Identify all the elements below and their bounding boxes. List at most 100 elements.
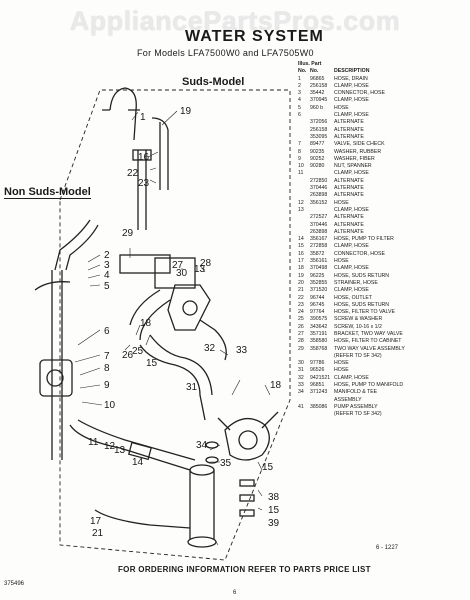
part-description: CLAMP, HOSE [334,97,369,104]
part-description: HOSE, SUDS RETURN [334,272,390,279]
part-description: ALTERNATE [334,119,364,126]
header-description: DESCRIPTION [334,68,370,75]
part-number: 272527 [310,214,328,221]
two-way-valve-body [154,257,196,289]
part-number: 263898 [310,192,328,199]
callout-number: 3 [104,260,110,271]
callout-number: 1 [140,112,146,123]
callout-number: 7 [104,351,110,362]
callout-number: 27 [172,260,184,271]
part-description: CLAMP, HOSE [334,206,369,213]
non-suds-hose [54,219,99,271]
illus-number: 10 [298,163,304,170]
part-description: HOSE [334,104,349,111]
illus-number: 13 [298,206,304,213]
callout-number: 15 [146,358,158,369]
part-description: CLAMP, HOSE [334,265,369,272]
parts-row: (REFER TO SF 342) [298,353,468,360]
part-number: 90280 [310,163,325,170]
part-description: ASSEMBLY [334,396,362,403]
header-illus-no: No. [298,68,307,75]
callout-number: 13 [194,264,206,275]
illus-number: 3 [298,90,301,97]
illus-number: 17 [298,258,304,265]
part-description: HOSE, PUMP TO MANIFOLD [334,382,404,389]
callout-number: 28 [200,258,212,269]
part-number: 96225 [310,272,325,279]
callout-number: 12 [104,441,116,452]
pump-to-filter-hose [69,419,196,471]
part-description: HOSE [334,360,349,367]
callout-number: 32 [204,343,216,354]
part-number: 372056 [310,119,328,126]
illus-number: 21 [298,287,304,294]
part-description: VALVE, SIDE CHECK [334,141,385,148]
header-illus-part: Illus. Part [298,61,322,67]
parts-row: 372056 ALTERNATE [298,119,468,126]
part-description: SCREW, 10-16 x 1/2 [334,323,382,330]
part-description: HOSE, SUDS RETURN [334,301,390,308]
page-code: 375496 [4,581,25,587]
part-description: WASHER, RUBBER [334,148,382,155]
part-number: 370498 [310,265,328,272]
part-number: 358768 [310,345,328,352]
side-check-valve [39,359,73,397]
part-number: 357191 [310,330,328,337]
header-part-no: No. [310,68,319,75]
illus-number: 20 [298,279,304,286]
part-description: BRACKET, TWO WAY VALVE [334,330,403,337]
illus-number: 28 [298,338,304,345]
site-watermark: AppliancePartsPros.com [69,6,401,36]
part-description: HOSE [334,367,349,374]
callout-number: 31 [186,382,198,393]
part-description: ALTERNATE [334,126,364,133]
cabinet-outline [59,89,291,561]
part-number: 371520 [310,287,328,294]
callout-number: 13 [114,445,126,456]
part-description: HOSE, DRAIN [334,75,368,82]
illus-number: 16 [298,250,304,257]
illus-number: 30 [298,360,304,367]
illus-number: 33 [298,382,304,389]
illus-number: 11 [298,170,304,177]
illus-number: 12 [298,199,304,206]
illus-number: 31 [298,367,304,374]
part-number: 96526 [310,367,325,374]
callout-number: 18 [140,318,152,329]
part-number: 370945 [310,97,328,104]
illus-number: 15 [298,243,304,250]
callout-number: 15 [268,505,280,516]
part-number: 35872 [310,250,325,257]
part-number: 90235 [310,148,325,155]
illus-number: 1 [298,75,301,82]
callout-number: 22 [127,168,139,179]
part-description: STRAINER, HOSE [334,279,378,286]
part-number: 358580 [310,338,328,345]
part-number: 272858 [310,243,328,250]
part-number: 89477 [310,141,325,148]
ordering-footer: FOR ORDERING INFORMATION REFER TO PARTS … [118,565,371,574]
part-description: SCREW & WASHER [334,316,383,323]
callout-number: 9 [104,380,110,391]
illus-number: 41 [298,403,304,410]
